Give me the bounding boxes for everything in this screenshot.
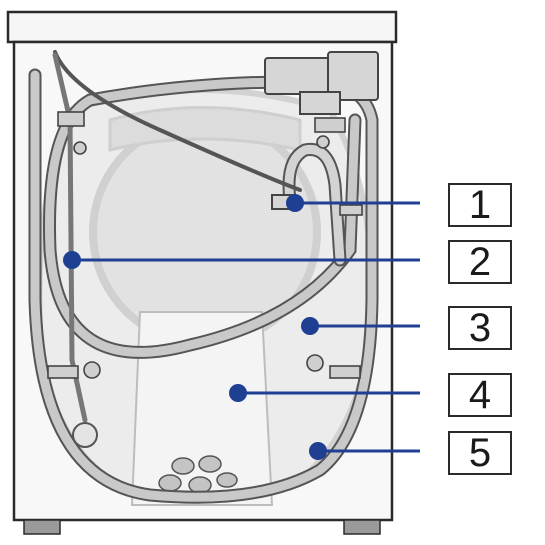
callout-leaders (72, 201, 420, 453)
callout-dot-1 (286, 194, 304, 212)
filter-compartment (130, 311, 274, 506)
callout-dot-5 (309, 442, 327, 460)
callout-dot-4 (229, 384, 247, 402)
filter-parts (158, 455, 238, 494)
callout-label-5: 5 (448, 431, 512, 475)
callout-dots (63, 194, 327, 460)
hose-clips (47, 111, 363, 379)
callout-dot-2 (63, 251, 81, 269)
callout-label-4: 4 (448, 373, 512, 417)
callout-dot-3 (301, 317, 319, 335)
drain-rod (52, 52, 88, 423)
callout-label-3: 3 (448, 306, 512, 350)
callout-label-1: 1 (448, 183, 512, 227)
inlet-hose (284, 144, 345, 265)
callout-label-2: 2 (448, 240, 512, 284)
machine-top-panel (6, 10, 398, 44)
drain-cap (72, 422, 98, 448)
cable-wire (53, 50, 302, 192)
machine-foot-right (343, 519, 381, 535)
machine-foot-left (23, 519, 61, 535)
filter-bag (130, 311, 274, 506)
